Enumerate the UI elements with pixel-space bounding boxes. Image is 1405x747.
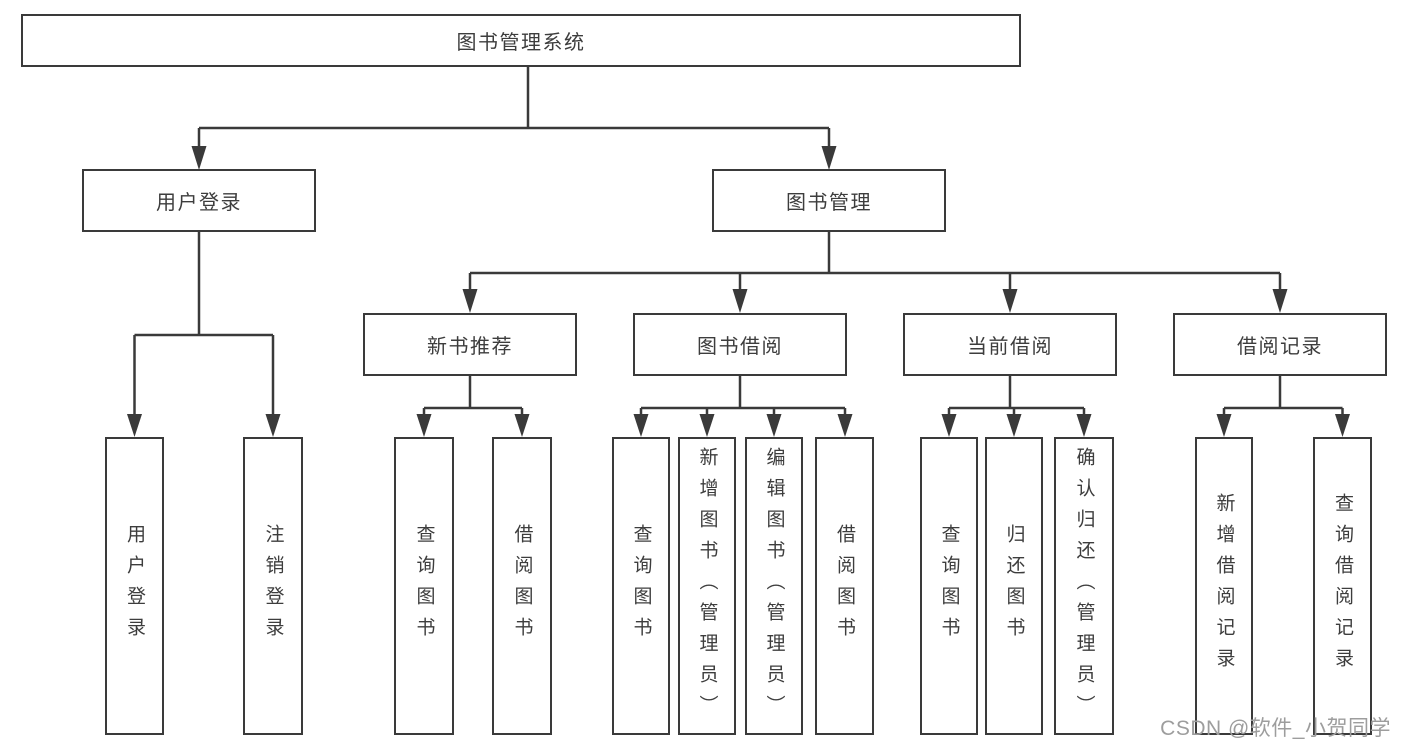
node-label: 新增借阅记录 [1213,493,1235,679]
node-user-login: 用户登录 [82,169,316,232]
node-label: 注销登录 [262,524,284,648]
connector-current-borrow [947,376,1086,416]
leaf-borrow-query-books: 查询图书 [612,437,670,735]
node-label: 借阅记录 [1237,336,1323,358]
node-label: 借阅图书 [834,524,855,648]
node-label: 用户登录 [156,192,242,214]
node-new-book-recommend: 新书推荐 [363,313,577,376]
node-label: 查询图书 [938,524,960,648]
leaf-add-borrow-record: 新增借阅记录 [1195,437,1253,735]
connector-root [197,67,831,148]
leaf-confirm-return-admin: 确认归还（管理员） [1054,437,1114,735]
leaf-current-query-books: 查询图书 [920,437,978,735]
node-label: 图书管理系统 [456,32,586,54]
leaf-return-books: 归还图书 [985,437,1043,735]
node-label: 新书推荐 [427,336,513,358]
leaf-borrow-books: 借阅图书 [815,437,874,735]
node-label: 编辑图书（管理员） [763,446,785,726]
node-book-management: 图书管理 [712,169,946,232]
node-label: 图书管理 [786,192,872,214]
leaf-recommend-query-books: 查询图书 [394,437,454,735]
node-label: 归还图书 [1003,524,1025,648]
node-borrow-records: 借阅记录 [1173,313,1387,376]
node-label: 查询图书 [630,524,652,648]
node-label: 确认归还（管理员） [1073,446,1095,726]
node-label: 借阅图书 [511,524,533,648]
leaf-recommend-borrow-books: 借阅图书 [492,437,552,735]
csdn-watermark: CSDN @软件_小贺同学 [1160,717,1391,740]
leaf-user-login: 用户登录 [105,437,164,735]
arrowheads [127,146,1350,437]
connector-user-login [133,232,275,416]
connector-book-borrow [639,376,847,416]
node-label: 用户登录 [124,524,145,648]
node-book-borrow: 图书借阅 [633,313,847,376]
node-current-borrow: 当前借阅 [903,313,1117,376]
leaf-add-books-admin: 新增图书（管理员） [678,437,736,735]
connector-new-book-recommend [422,376,524,416]
node-label: 图书借阅 [697,336,783,358]
leaf-edit-books-admin: 编辑图书（管理员） [745,437,803,735]
connector-borrow-records [1222,376,1344,416]
node-label: 查询图书 [413,524,435,648]
connector-book-management [468,232,1282,292]
node-label: 新增图书（管理员） [696,446,718,726]
leaf-logout: 注销登录 [243,437,303,735]
node-library-management-system: 图书管理系统 [21,14,1021,67]
node-label: 当前借阅 [967,336,1053,358]
node-label: 查询借阅记录 [1332,493,1353,679]
leaf-query-borrow-record: 查询借阅记录 [1313,437,1372,735]
